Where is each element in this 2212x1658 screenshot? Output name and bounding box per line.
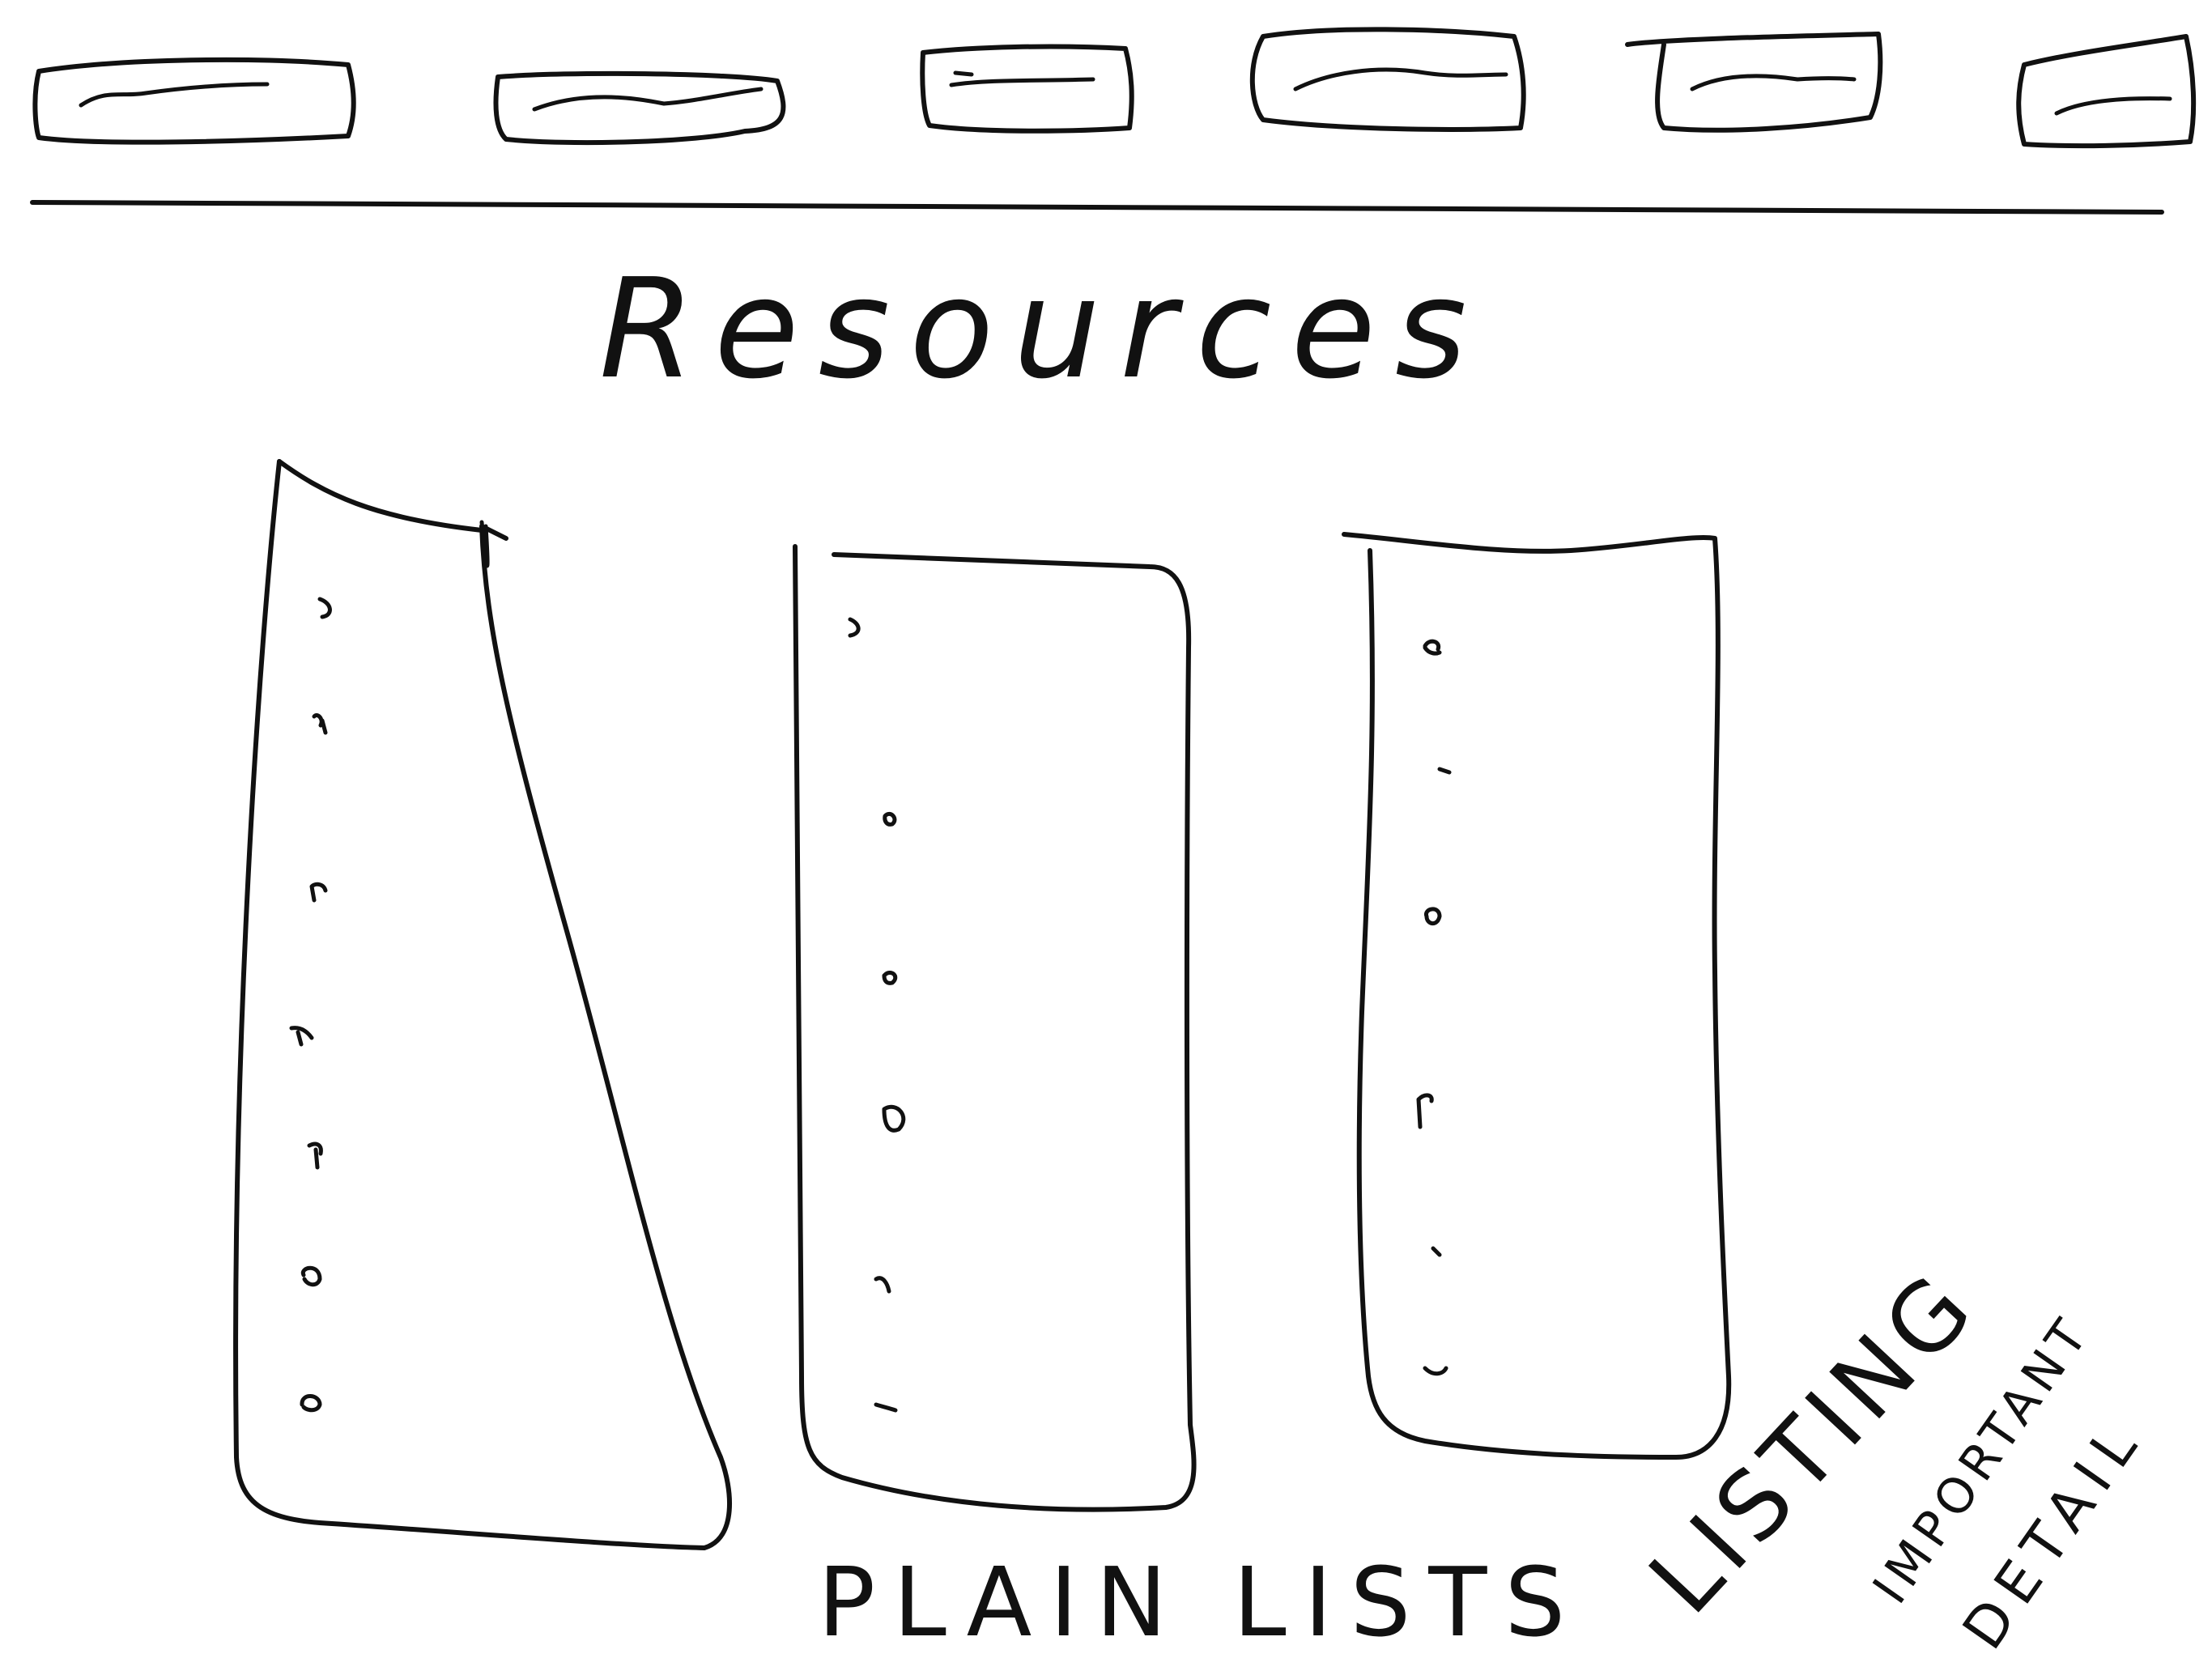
list-item: [312, 713, 328, 735]
nav-tab-2[interactable]: [493, 70, 786, 146]
nav-tab-5-label: [1690, 74, 1857, 91]
annotation-listing-group: LISTING: [1629, 1250, 1998, 1635]
nav-tab-6[interactable]: [2016, 34, 2197, 149]
list-card-3-items: [1416, 639, 1452, 1376]
page-title: Resources: [599, 249, 1487, 410]
list-item: [882, 970, 898, 985]
list-item: [1431, 1246, 1442, 1257]
nav-tab-6-label: [2054, 96, 2172, 116]
nav-tab-1[interactable]: [32, 57, 356, 145]
nav-tab-4[interactable]: [1249, 27, 1526, 132]
list-item: [1437, 767, 1452, 775]
list-card-3: [1342, 532, 1732, 1460]
list-item: [882, 1104, 906, 1133]
list-card-1-items: [289, 597, 332, 1413]
list-item: [1416, 1093, 1434, 1129]
list-item: [874, 1402, 898, 1413]
list-item: [883, 811, 897, 827]
list-card-1: [233, 459, 732, 1550]
top-nav: [32, 27, 2197, 149]
annotation-plain-lists: PLAIN LISTS: [818, 1546, 1583, 1658]
list-item: [1423, 639, 1442, 656]
list-item: [300, 1394, 322, 1413]
nav-tab-5[interactable]: [1625, 32, 1883, 133]
nav-tab-1-label: [79, 82, 270, 108]
list-item: [1423, 1366, 1448, 1376]
nav-tab-2-label: [532, 87, 764, 112]
annotation-listing: LISTING: [1629, 1250, 1998, 1635]
list-item: [874, 1276, 891, 1294]
list-item: [307, 1141, 323, 1170]
list-item: [848, 617, 861, 638]
list-item: [300, 1265, 322, 1287]
list-item: [1424, 907, 1442, 926]
list-card-2-items: [848, 617, 906, 1413]
list-item: [317, 597, 332, 619]
nav-tab-3[interactable]: [920, 44, 1134, 134]
nav-tab-3-label: [949, 70, 1095, 87]
list-card-2: [793, 544, 1197, 1512]
list-item: [289, 1026, 314, 1047]
list-item: [309, 882, 328, 903]
nav-tab-4-label: [1293, 67, 1508, 91]
nav-divider: [30, 200, 2164, 215]
